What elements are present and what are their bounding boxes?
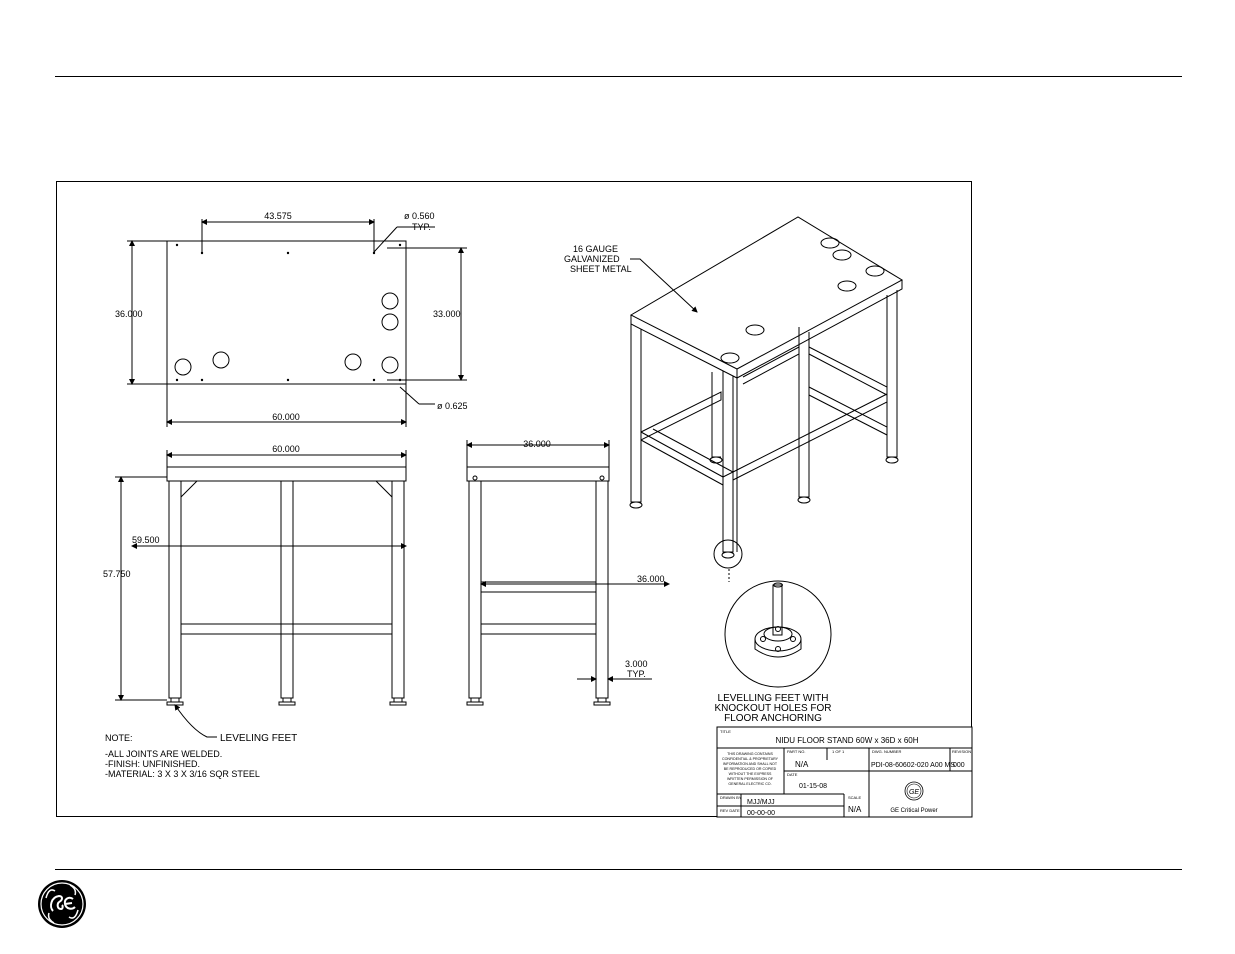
dim-front-frame: 59.500 [132, 535, 160, 545]
notes: NOTE: -ALL JOINTS ARE WELDED. -FINISH: U… [105, 733, 260, 779]
notes-heading: NOTE: [105, 733, 133, 743]
title-label: TITLE [720, 729, 731, 734]
drawn-by-label: DRAWN BY [720, 795, 742, 800]
drawing-sheet: 43.575 ø 0.560 TYP. 36.000 33.000 60.000… [56, 181, 973, 818]
isometric-view [629, 216, 904, 582]
confidential-notice: THIS DRAWING CONTAINS CONFIDENTIAL & PRO… [722, 752, 779, 786]
footer-rule [55, 869, 1182, 870]
part-no: N/A [795, 760, 809, 769]
ge-logo [38, 880, 86, 928]
confidential-line: BE REPRODUCED OR COPIED [724, 767, 777, 771]
rev-date: 00-00-00 [747, 810, 775, 817]
rev-date-label: REV DATE [720, 808, 740, 813]
dwg-no-label: DWG. NUMBER [872, 749, 901, 754]
dim-side-depth-mid: 36.000 [637, 574, 665, 584]
confidential-line: CONFIDENTIAL & PROPRIETARY [722, 757, 779, 761]
company-name: GE Critical Power [890, 808, 937, 814]
detail-line1: LEVELLING FEET WITH [718, 693, 829, 704]
dim-front-width: 60.000 [272, 444, 300, 454]
leveling-feet-callout [174, 704, 217, 738]
detail-line3: FLOOR ANCHORING [724, 713, 822, 724]
dim-tube-note: TYP. [627, 669, 646, 679]
dim-tube: 3.000 [625, 659, 648, 669]
title-block-text: TITLE NIDU FLOOR STAND 60W x 36D x 60H P… [720, 729, 971, 817]
title-block [716, 726, 973, 818]
revision-label: REVISION [952, 749, 971, 754]
leveling-feet-label: LEVELING FEET [220, 733, 297, 744]
confidential-line: INFORMATION AND SHALL NOT [723, 762, 778, 766]
iso-label-line1: 16 GAUGE [573, 244, 618, 254]
dim-side-depth-top: 36.000 [523, 439, 551, 449]
sheet-label: 1 OF 1 [832, 749, 845, 754]
side-view [466, 440, 670, 706]
note-item: -MATERIAL: 3 X 3 X 3/16 SQR STEEL [105, 769, 260, 779]
detail-view [724, 580, 832, 688]
ge-small-logo: GE [904, 781, 924, 801]
iso-label-line2: GALVANIZED [564, 254, 620, 264]
confidential-line: WITHOUT THE EXPRESS [729, 772, 772, 776]
scale: N/A [848, 805, 862, 814]
front-view-dimensions: 60.000 57.750 59.500 [103, 444, 300, 579]
dim-hole-dia-top: ø 0.560 [404, 211, 435, 221]
revision: 000 [953, 762, 965, 769]
dim-hole-dia-top-note: TYP. [412, 222, 431, 232]
confidential-line: WRITTEN PERMISSION OF [727, 777, 774, 781]
plan-view [127, 219, 467, 427]
dim-plan-width: 60.000 [272, 412, 300, 422]
date-label: DATE [787, 772, 798, 777]
date: 01-15-08 [799, 783, 827, 790]
part-no-label: PART NO. [787, 749, 805, 754]
confidential-line: GENERAL ELECTRIC CO. [728, 782, 771, 786]
drawn-by: MJJ/MJJ [747, 799, 775, 806]
note-item: -FINISH: UNFINISHED. [105, 759, 200, 769]
dwg-no: PDI-08-60602-020 A00 MS [871, 762, 955, 769]
detail-line2: KNOCKOUT HOLES FOR [714, 703, 831, 714]
header-rule [55, 76, 1182, 77]
iso-label-line3: SHEET METAL [570, 264, 632, 274]
plan-view-dimensions: 43.575 ø 0.560 TYP. 36.000 33.000 60.000… [115, 211, 468, 422]
isometric-label: 16 GAUGE GALVANIZED SHEET METAL [564, 244, 632, 274]
drawing-title: NIDU FLOOR STAND 60W x 36D x 60H [776, 736, 919, 745]
dim-hole-spacing: 43.575 [264, 211, 292, 221]
ge-small-logo-text: GE [909, 789, 919, 796]
dim-plan-inner-depth: 33.000 [433, 309, 461, 319]
detail-caption: LEVELLING FEET WITH KNOCKOUT HOLES FOR F… [714, 693, 831, 724]
side-view-dimensions: 36.000 36.000 3.000 TYP. [523, 439, 664, 679]
front-view [115, 450, 407, 706]
drawing-canvas: 43.575 ø 0.560 TYP. 36.000 33.000 60.000… [103, 211, 973, 818]
note-item: -ALL JOINTS ARE WELDED. [105, 749, 222, 759]
confidential-line: THIS DRAWING CONTAINS [727, 752, 773, 756]
dim-plan-depth: 36.000 [115, 309, 143, 319]
scale-label: SCALE [848, 795, 861, 800]
dim-front-height: 57.750 [103, 569, 131, 579]
dim-hole-dia-bottom: ø 0.625 [437, 401, 468, 411]
